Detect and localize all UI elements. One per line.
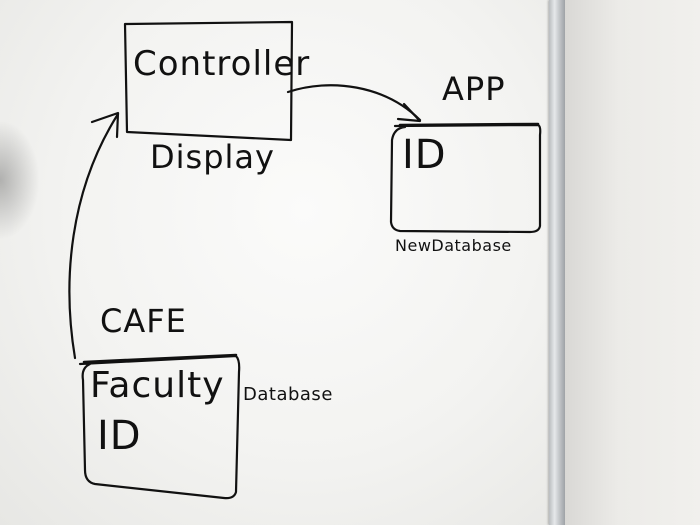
faculty-box-topline [82,353,238,364]
app-box [389,123,542,234]
app-box-topline [398,122,540,127]
faculty-label: Faculty [90,365,225,406]
faculty-id-label: ID [97,413,142,459]
edge-controller-app [286,84,422,122]
edge-controller-app-head [396,102,422,123]
edge-faculty-controller [68,112,120,360]
edge-faculty-controller-head [90,111,120,139]
faculty-box [78,354,241,500]
faculty-caption: Database [243,384,333,405]
app-id-label: ID [402,132,447,178]
controller-box [123,20,294,142]
cafe-title: CAFE [100,302,187,340]
shadow [0,120,40,240]
whiteboard [0,0,552,525]
whiteboard-frame [549,0,565,525]
controller-caption: Display [150,138,275,176]
app-title: APP [442,70,506,108]
app-caption: NewDatabase [395,236,512,255]
controller-label: Controller [133,44,311,84]
wall [565,0,700,525]
